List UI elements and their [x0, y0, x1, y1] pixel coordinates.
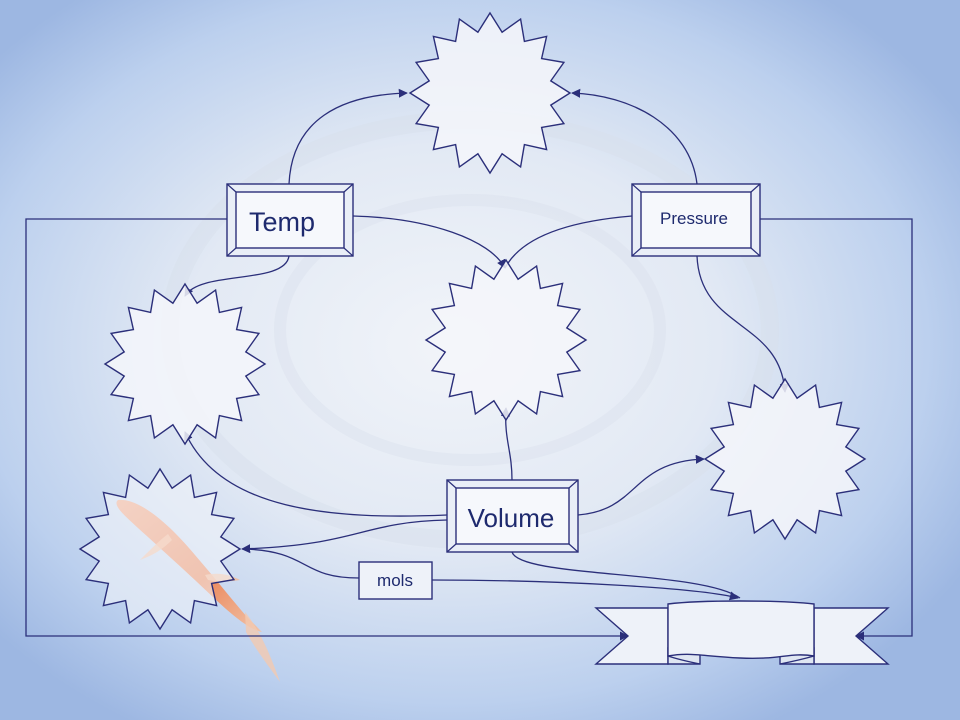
connector-volume-bottomleft — [241, 519, 448, 554]
mols-label: mols — [377, 571, 413, 590]
starburst-left[interactable] — [103, 282, 267, 446]
starburst-right[interactable] — [703, 377, 867, 541]
frame-connector-left — [25, 218, 629, 641]
connector-pressure-right — [696, 255, 789, 393]
frame-connector-right — [760, 218, 913, 641]
temp-label: Temp — [249, 207, 315, 237]
connector-pressure-top — [571, 88, 698, 185]
connector-temp-top — [288, 88, 408, 185]
volume-node[interactable]: Volume — [446, 479, 579, 553]
connector-temp-left — [184, 255, 290, 297]
connectors — [25, 88, 913, 641]
connector-volume-right — [577, 454, 705, 516]
volume-label: Volume — [468, 503, 555, 533]
starburst-bottom-left[interactable] — [78, 467, 242, 631]
pressure-label: Pressure — [660, 209, 728, 228]
pressure-node[interactable]: Pressure — [631, 183, 761, 257]
connector-mols-banner — [431, 579, 739, 601]
connector-volume-left — [184, 431, 448, 517]
connector-temp-center — [352, 215, 506, 269]
temp-node[interactable]: Temp — [226, 183, 354, 257]
connector-pressure-center — [504, 215, 633, 269]
connector-mols-bottomleft — [243, 548, 360, 579]
starburst-top[interactable] — [408, 11, 572, 175]
starburst-center[interactable] — [424, 258, 588, 422]
background-ripple-inner — [274, 194, 666, 466]
starbursts — [78, 11, 867, 631]
mols-node[interactable]: mols — [358, 561, 433, 600]
connector-volume-banner — [511, 551, 741, 599]
ribbon-banner-icon — [594, 600, 890, 665]
